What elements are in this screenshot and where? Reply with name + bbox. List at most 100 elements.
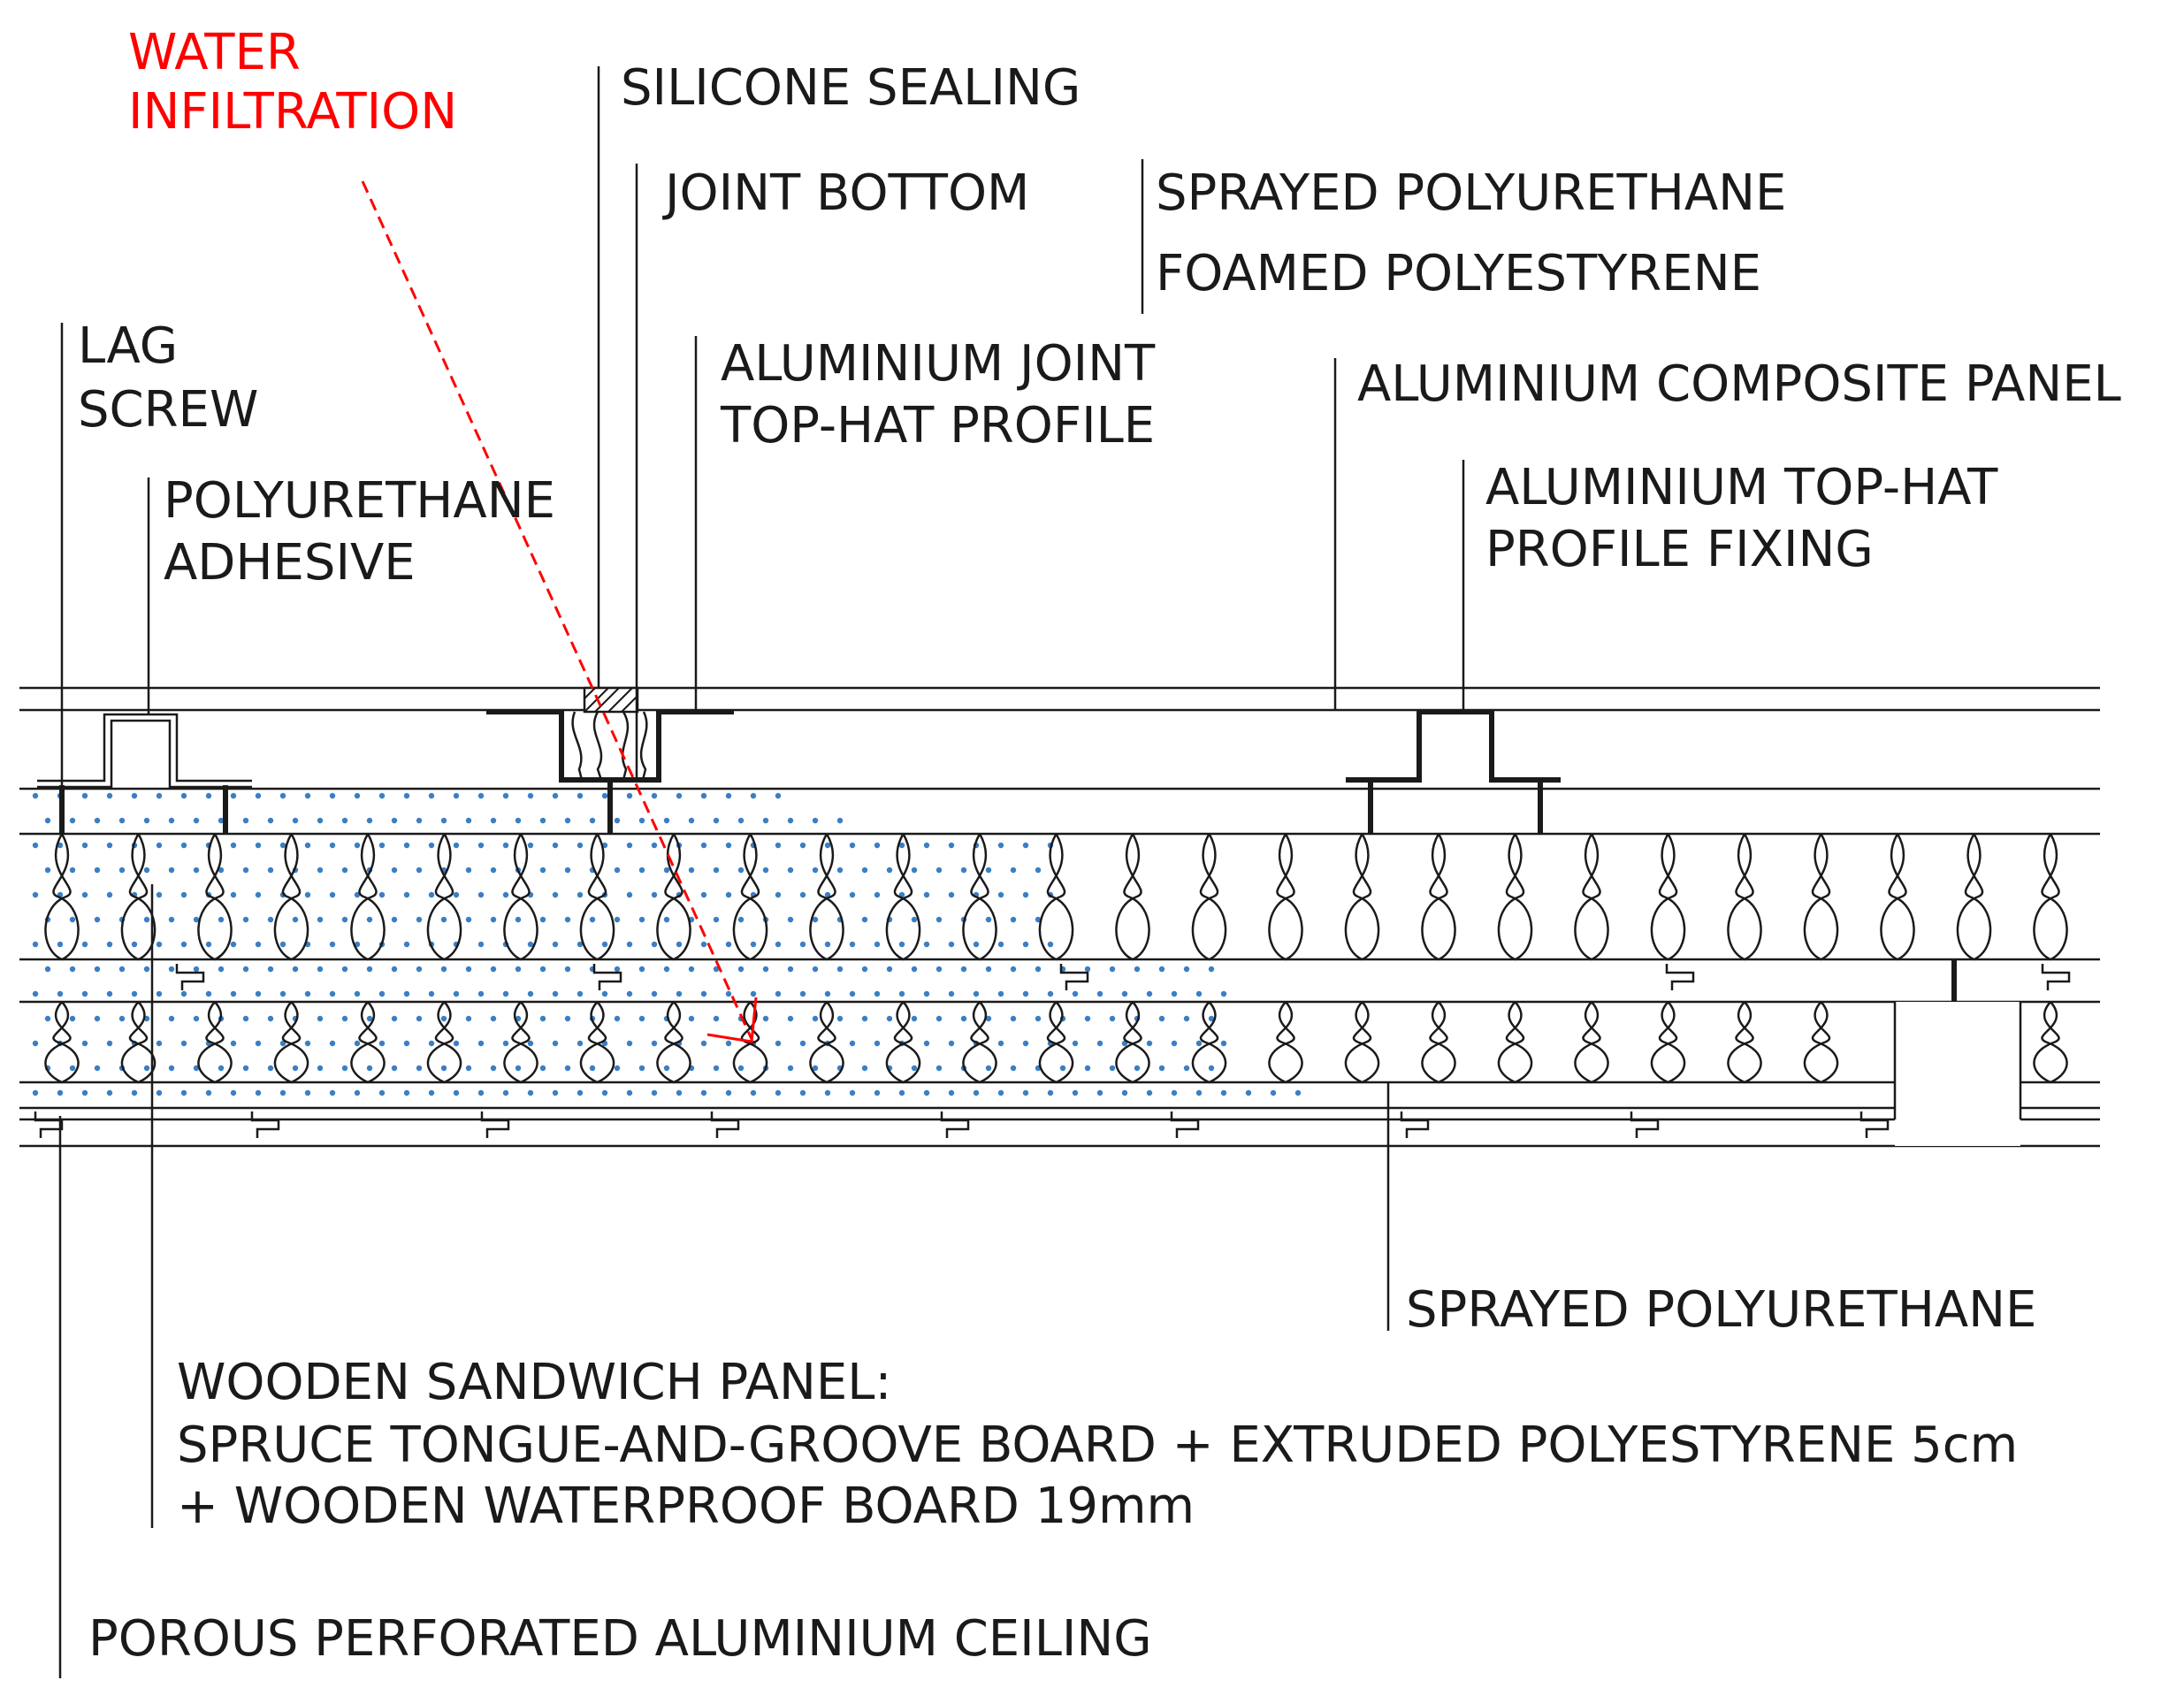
water-dot	[775, 792, 782, 799]
tongue-groove-joint	[1170, 1111, 1200, 1138]
water-infiltration-label-line2: INFILTRATION	[128, 83, 457, 141]
water-dot	[725, 842, 732, 849]
tongue-groove-joint	[592, 964, 622, 990]
water-dot	[118, 817, 126, 824]
water-dot	[1183, 966, 1190, 973]
foam-cell	[1727, 1001, 1762, 1084]
water-dot	[824, 941, 831, 948]
water-dot	[156, 842, 163, 849]
tongue-groove-joint	[34, 1111, 64, 1138]
water-dot	[626, 990, 633, 997]
water-dot	[552, 792, 559, 799]
water-dot	[725, 941, 732, 948]
water-dot	[193, 966, 200, 973]
foam-cell	[1421, 833, 1456, 961]
water-dot	[799, 842, 806, 849]
water-dot	[341, 1065, 348, 1072]
water-dot	[985, 966, 992, 973]
water-dot	[762, 966, 769, 973]
water-dot	[935, 1065, 943, 1072]
tongue-groove-joint	[1400, 1111, 1430, 1138]
labels: WATER INFILTRATION SILICONE SEALING JOIN…	[78, 24, 2121, 1668]
water-dot	[1195, 990, 1203, 997]
water-dot	[131, 792, 138, 799]
water-dot	[255, 891, 262, 898]
water-dot	[378, 891, 386, 898]
polyurethane-adhesive-label-line2: ADHESIVE	[164, 534, 416, 592]
water-dot	[218, 966, 225, 973]
water-dot	[750, 990, 757, 997]
water-dot	[131, 990, 138, 997]
water-dot	[799, 1040, 806, 1047]
aluminium-joint-top-hat-profile	[486, 686, 734, 834]
water-dot	[824, 842, 831, 849]
water-dot	[861, 916, 868, 923]
foam-cell	[1038, 833, 1074, 961]
foam-cell	[1497, 833, 1533, 961]
water-dot	[329, 842, 336, 849]
water-dot	[156, 941, 163, 948]
foam-cell	[350, 833, 386, 961]
water-dot	[1158, 1065, 1165, 1072]
water-dot	[849, 941, 856, 948]
foam-cell	[120, 1001, 157, 1084]
water-dot	[1010, 1065, 1017, 1072]
water-dot	[651, 842, 658, 849]
water-dot	[255, 1040, 262, 1047]
water-dot	[626, 1040, 633, 1047]
water-dot	[898, 990, 905, 997]
water-dot	[341, 916, 348, 923]
water-dot	[453, 891, 460, 898]
water-dot	[688, 817, 695, 824]
water-dot	[626, 891, 633, 898]
water-dot	[267, 817, 274, 824]
water-dot	[94, 966, 101, 973]
water-dot	[57, 990, 64, 997]
tongue-groove-joint	[480, 1111, 510, 1138]
foam-cell	[732, 1001, 768, 1084]
water-dot	[935, 966, 943, 973]
water-dot	[391, 966, 398, 973]
water-dot	[1109, 1065, 1116, 1072]
water-dot	[1134, 1065, 1141, 1072]
water-dot	[948, 891, 955, 898]
water-dot	[428, 792, 435, 799]
water-dot	[737, 916, 745, 923]
water-dot	[490, 916, 497, 923]
foam-cell	[1115, 1001, 1150, 1084]
water-dot	[799, 1089, 806, 1096]
water-dot	[180, 990, 187, 997]
water-dot	[663, 867, 670, 874]
water-dot	[923, 1089, 930, 1096]
water-dot	[552, 1089, 559, 1096]
water-dot	[564, 1015, 571, 1022]
water-dot	[94, 916, 101, 923]
water-dot	[477, 891, 485, 898]
water-dot	[255, 941, 262, 948]
water-dot	[601, 941, 608, 948]
water-dot	[564, 867, 571, 874]
water-dot	[81, 842, 88, 849]
water-dot	[143, 966, 150, 973]
water-dot	[527, 1089, 534, 1096]
water-dot	[713, 1015, 720, 1022]
water-dot	[304, 1089, 311, 1096]
water-dot	[997, 842, 1004, 849]
foam-cell	[426, 1001, 462, 1084]
water-dot	[713, 1065, 720, 1072]
foam-cell	[885, 1001, 921, 1084]
water-dot	[453, 842, 460, 849]
water-dot	[1158, 1015, 1165, 1022]
water-dot	[267, 966, 274, 973]
water-dot	[539, 916, 546, 923]
water-dot	[775, 1089, 782, 1096]
water-dot	[477, 1089, 485, 1096]
water-dot	[1121, 990, 1128, 997]
wooden-sandwich-panel-label-line2: SPRUCE TONGUE-AND-GROOVE BOARD + EXTRUDE…	[177, 1417, 2018, 1474]
water-dot	[69, 1015, 76, 1022]
water-dot	[589, 817, 596, 824]
sprayed-polyurethane-bottom-label: SPRAYED POLYURETHANE	[1406, 1281, 2036, 1339]
water-dot	[317, 867, 324, 874]
water-dot	[663, 966, 670, 973]
water-dot	[836, 867, 844, 874]
